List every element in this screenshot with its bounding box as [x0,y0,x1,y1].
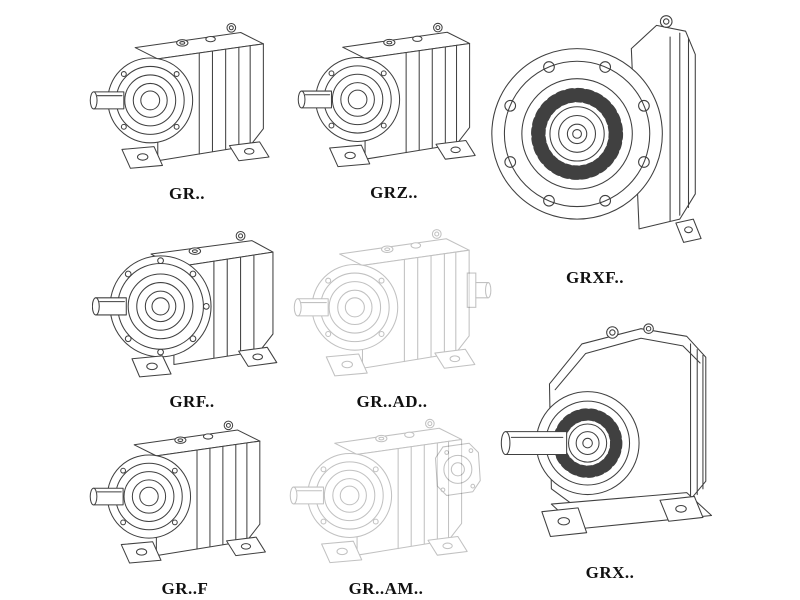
figure-grx: GRX.. [498,302,722,583]
figure-label-gr-am: GR..AM.. [348,578,424,598]
gearbox-drawing-grx [498,302,722,561]
figure-label-grxf: GRXF.. [565,267,625,287]
figure-label-grz: GRZ.. [370,182,418,202]
gearbox-drawing-grxf [486,6,704,266]
gearbox-drawing-gr-am [288,404,481,577]
figure-gr-f: GR..F [88,406,282,599]
gearbox-drawing-gr-f [88,406,282,577]
figure-grf: GRF.. [92,214,292,412]
figure-grz: GRZ.. [296,8,492,203]
figure-gr: GR.. [88,8,286,204]
gearbox-drawing-grz [296,8,492,181]
figure-gr-ad: GR..AD.. [292,214,492,412]
figure-grxf: GRXF.. [486,6,704,288]
figure-label-gr: GR.. [169,184,205,204]
figure-label-gr-f: GR..F [161,578,209,598]
figure-label-grx: GRX.. [585,563,635,583]
figure-label-grf: GRF.. [169,392,215,412]
gearbox-drawing-grf [92,214,292,390]
gearbox-drawing-gr-ad [292,214,492,390]
figure-gr-am: GR..AM.. [288,404,484,599]
gearbox-drawing-gr [88,8,286,182]
figure-label-gr-ad: GR..AD.. [356,392,428,412]
